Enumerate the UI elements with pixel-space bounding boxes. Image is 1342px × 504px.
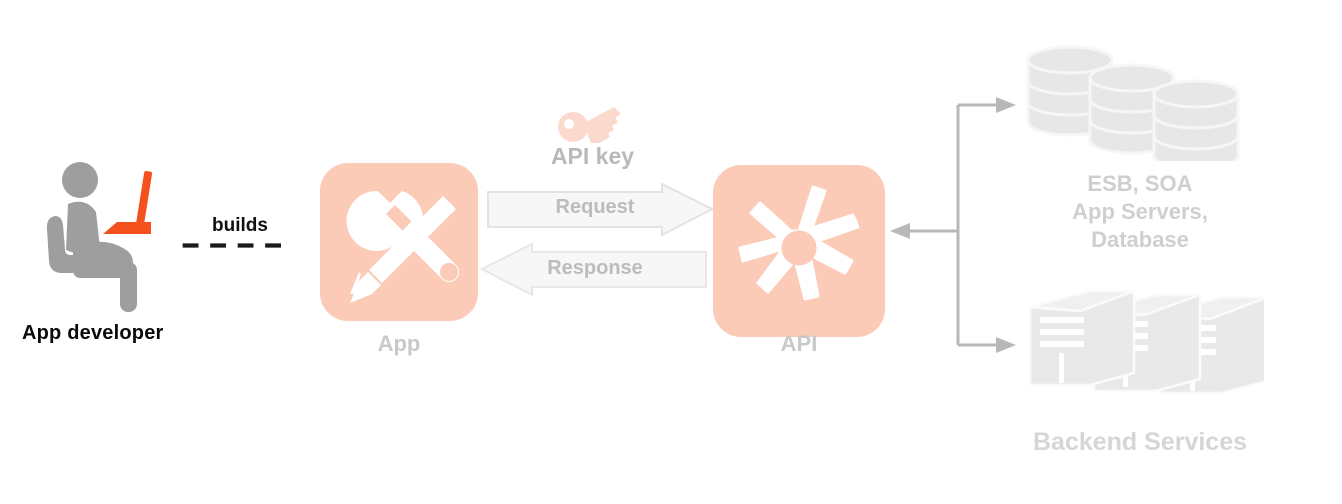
api-hub-star-icon	[738, 185, 860, 301]
arrowhead-to-datastores	[996, 97, 1016, 113]
database-cylinders-icon	[1026, 45, 1240, 161]
request-flow-label: Request	[555, 196, 635, 218]
arrowhead-to-api	[890, 223, 910, 239]
backend-services-label: Backend Services	[1032, 428, 1248, 456]
branching-connector-icon	[890, 97, 1016, 353]
datastores-label-line-2: App Servers,	[1072, 199, 1208, 224]
builds-dashed-line	[182, 243, 290, 248]
seated-developer-icon	[46, 162, 153, 312]
key-icon	[558, 107, 621, 143]
server-racks-icon	[1028, 289, 1264, 395]
api-node-label: API	[780, 331, 818, 356]
datastores-label-line-3: Database	[1091, 227, 1189, 252]
block-arrow-left-icon	[480, 242, 707, 297]
app-developer-label: App developer	[22, 322, 164, 344]
datastores-label-line-1: ESB, SOA	[1087, 171, 1193, 196]
datastores-label: ESB, SOA App Servers, Database	[1015, 170, 1265, 254]
block-arrow-right-icon	[487, 182, 715, 237]
app-node-tile[interactable]	[320, 163, 478, 321]
wrench-and-pencil-icon	[346, 190, 459, 303]
api-key-label: API key	[550, 143, 635, 169]
arrowhead-to-servers	[996, 337, 1016, 353]
response-flow-label: Response	[547, 257, 643, 279]
api-node-tile[interactable]	[713, 165, 885, 337]
app-node-label: App	[377, 331, 421, 356]
builds-label: builds	[212, 215, 268, 236]
